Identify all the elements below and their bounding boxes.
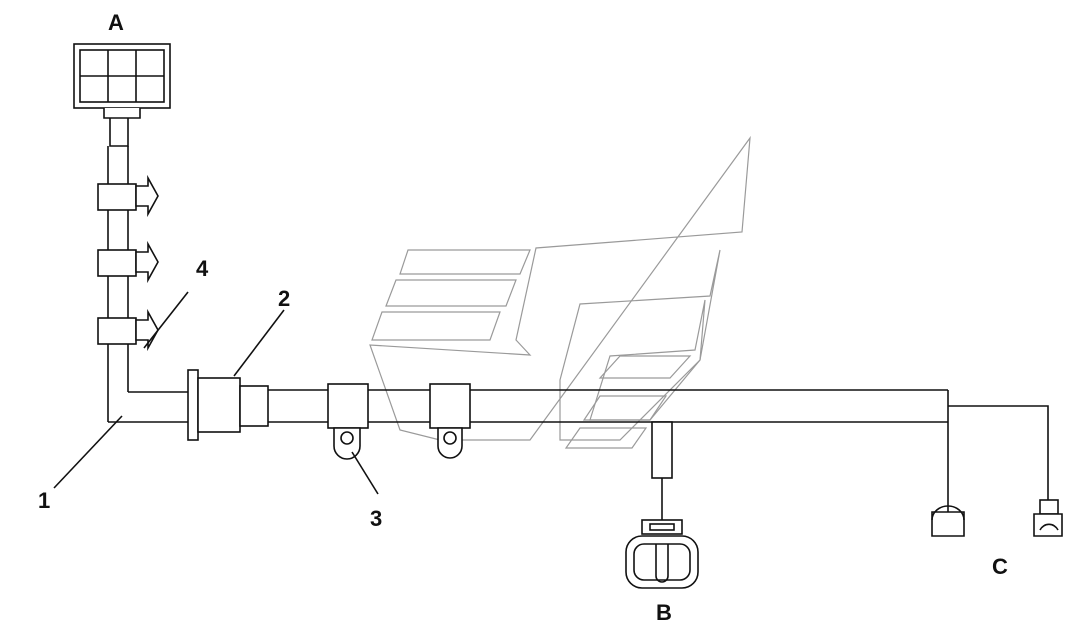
watermark-logo [369,135,751,449]
push-clip [97,174,159,218]
connector-c-left [931,505,965,537]
connector-a [73,43,171,147]
callout-harness: 1 [38,488,50,513]
callout-push-clip: 4 [196,256,209,281]
mount-clip [429,383,471,459]
label-connector-c: C [992,554,1008,579]
callout-grommet: 2 [278,286,290,311]
label-connector-b: B [656,600,672,625]
grommet [187,369,269,441]
connector-c-branch [947,405,1049,512]
connector-c-right [1033,499,1063,537]
callout-mount-clip: 3 [370,506,382,531]
mount-clip [327,383,369,460]
connector-b-branch [651,421,673,520]
push-clip [97,240,159,284]
connector-b [625,519,699,589]
push-clip [97,308,159,352]
harness-main-trunk [108,389,949,423]
label-connector-a: A [108,10,124,35]
leader-lines [53,291,379,495]
